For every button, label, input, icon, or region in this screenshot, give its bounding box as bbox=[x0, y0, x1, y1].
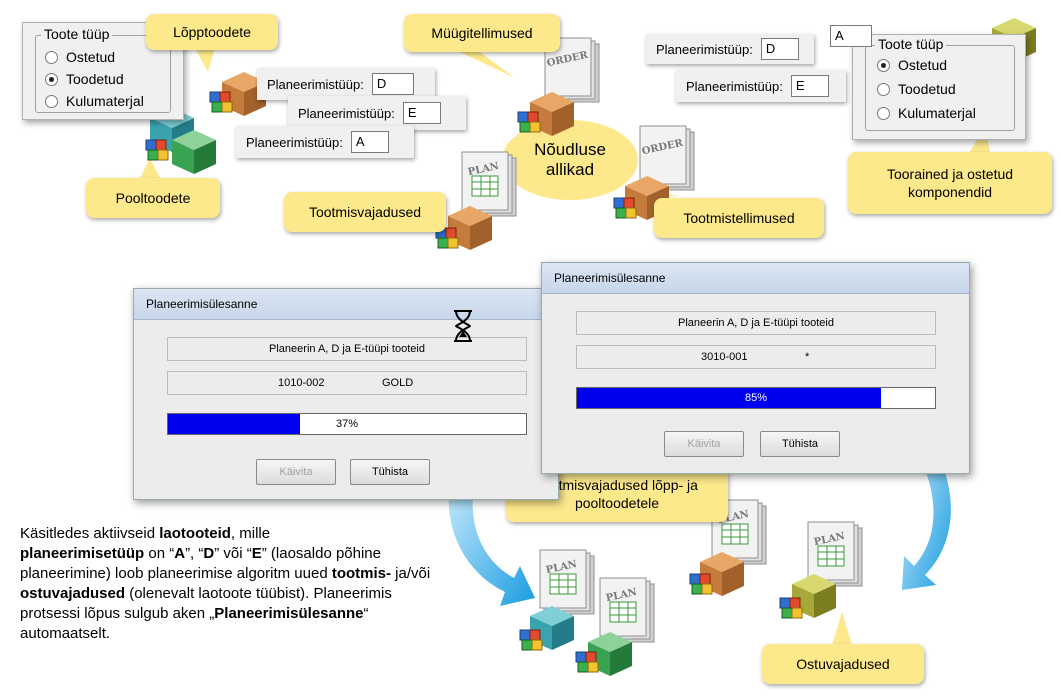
callout-pointer bbox=[140, 158, 160, 178]
item-name: GOLD bbox=[382, 377, 414, 389]
window-title: Planeerimisülesanne bbox=[542, 263, 969, 294]
radio-button-selected-icon[interactable] bbox=[45, 72, 58, 86]
planning-type-input[interactable]: A bbox=[350, 131, 389, 153]
planning-type-field-a: Planeerimistüüp: A bbox=[236, 126, 414, 158]
radio-label: Ostetud bbox=[898, 57, 948, 73]
progress-fill bbox=[577, 388, 882, 408]
planning-task-window-right: Planeerimisülesanne Planeerin A, D ja E-… bbox=[541, 262, 970, 474]
planning-type-input[interactable]: E bbox=[790, 75, 829, 97]
callout-muugitellimused: Müügitellimused bbox=[404, 14, 560, 52]
cancel-button[interactable]: Tühista bbox=[760, 431, 840, 457]
radio-toodetud[interactable]: Toodetud bbox=[877, 81, 956, 97]
radio-label: Kulumaterjal bbox=[898, 105, 976, 121]
item-code: 1010-002 bbox=[278, 377, 325, 389]
window-title: Planeerimisülesanne bbox=[134, 289, 558, 320]
radio-kulumaterjal[interactable]: Kulumaterjal bbox=[45, 93, 144, 109]
product-type-legend: Toote tüüp bbox=[875, 36, 947, 52]
product-cubes-icon bbox=[689, 573, 713, 595]
product-cubes-icon bbox=[613, 197, 637, 219]
product-cubes-icon bbox=[779, 597, 803, 619]
planning-type-input[interactable]: A bbox=[830, 25, 872, 47]
progress-fill bbox=[168, 414, 301, 434]
start-button[interactable]: Käivita bbox=[256, 459, 336, 485]
radio-ostetud[interactable]: Ostetud bbox=[877, 57, 947, 73]
planning-type-field-a-right: A bbox=[700, 22, 982, 50]
product-cubes-icon bbox=[145, 139, 169, 161]
flow-arrow bbox=[448, 470, 535, 606]
purchase-plan-document-icon: PLAN bbox=[808, 522, 862, 586]
callout-toorained: Toorained ja ostetud komponendid bbox=[848, 152, 1052, 214]
callout-pointer bbox=[460, 52, 515, 78]
status-line: Planeerin A, D ja E-tüüpi tooteid bbox=[576, 311, 936, 335]
description-paragraph: Käsitledes aktiivseid laotooteid, mille … bbox=[20, 525, 431, 642]
radio-ostetud[interactable]: Ostetud bbox=[45, 49, 115, 65]
radio-button-icon[interactable] bbox=[877, 82, 890, 96]
product-type-legend: Toote tüüp bbox=[41, 26, 113, 42]
planning-type-field-d: Planeerimistüüp: D bbox=[257, 68, 435, 100]
product-cubes-icon bbox=[209, 91, 233, 113]
radio-button-icon[interactable] bbox=[45, 94, 58, 108]
planning-type-label: Planeerimistüüp: bbox=[686, 78, 783, 94]
item-code: 3010-001 bbox=[701, 351, 748, 363]
sales-order-document-icon: ORDER bbox=[544, 37, 600, 103]
planning-type-label: Planeerimistüüp: bbox=[298, 105, 395, 121]
planning-type-input[interactable]: D bbox=[371, 73, 414, 95]
callout-tootmistellimused: Tootmistellimused bbox=[654, 198, 824, 238]
radio-label: Toodetud bbox=[66, 71, 124, 87]
radio-label: Ostetud bbox=[66, 49, 116, 65]
planning-type-input[interactable]: E bbox=[402, 102, 441, 124]
flow-arrow bbox=[902, 440, 951, 590]
production-order-document-icon: ORDER bbox=[639, 125, 695, 191]
planning-task-window-left: Planeerimisülesanne Planeerin A, D ja E-… bbox=[133, 288, 559, 500]
production-plan-document-icon: PLAN bbox=[600, 578, 654, 642]
radio-label: Kulumaterjal bbox=[66, 93, 144, 109]
callout-pointer bbox=[195, 48, 215, 72]
production-plan-document-icon: PLAN bbox=[462, 152, 516, 216]
current-item-line: 1010-002 GOLD bbox=[167, 371, 527, 395]
start-button[interactable]: Käivita bbox=[664, 431, 744, 457]
planning-type-label: Planeerimistüüp: bbox=[246, 134, 343, 150]
demand-sources-label: Nõudluse allikad bbox=[534, 140, 606, 179]
planning-type-input[interactable]: D bbox=[760, 38, 799, 60]
callout-pooltoodete: Pooltoodete bbox=[86, 178, 220, 218]
current-item-line: 3010-001 * bbox=[576, 345, 936, 369]
progress-bar: 85% bbox=[576, 387, 936, 409]
product-cubes-icon bbox=[519, 629, 543, 651]
product-type-panel-left: Toote tüüp Ostetud Toodetud Kulumaterjal bbox=[22, 22, 184, 120]
planning-type-field-e: Planeerimistüüp: E bbox=[288, 96, 466, 130]
radio-kulumaterjal[interactable]: Kulumaterjal bbox=[877, 105, 976, 121]
callout-pointer bbox=[832, 612, 852, 645]
demand-source-ellipse bbox=[502, 120, 638, 200]
product-cubes-icon bbox=[575, 651, 599, 673]
progress-label: 37% bbox=[335, 418, 359, 430]
planning-type-field-e-right: Planeerimistüüp: E bbox=[676, 70, 846, 102]
product-cubes-icon bbox=[517, 111, 541, 133]
radio-label: Toodetud bbox=[898, 81, 956, 97]
callout-tootmisvajadused: Tootmisvajadused bbox=[284, 192, 446, 232]
hourglass-icon bbox=[454, 310, 472, 342]
callout-lopptoodete: Lõpptoodete bbox=[146, 14, 278, 50]
radio-button-icon[interactable] bbox=[877, 106, 890, 120]
radio-toodetud[interactable]: Toodetud bbox=[45, 71, 124, 87]
progress-bar: 37% bbox=[167, 413, 527, 435]
planning-type-field-d-right: Planeerimistüüp: D bbox=[646, 34, 814, 64]
product-type-panel-right: Toote tüüp Ostetud Toodetud Kulumaterjal bbox=[852, 34, 1026, 140]
planning-type-label: Planeerimistüüp: bbox=[267, 76, 364, 92]
radio-button-selected-icon[interactable] bbox=[877, 58, 890, 72]
production-plan-document-icon: PLAN bbox=[540, 550, 594, 614]
progress-label: 85% bbox=[744, 392, 768, 404]
item-name: * bbox=[805, 351, 810, 363]
radio-button-icon[interactable] bbox=[45, 50, 58, 64]
planning-type-label: Planeerimistüüp: bbox=[656, 41, 753, 57]
callout-ostuvajadused: Ostuvajadused bbox=[762, 644, 924, 684]
cancel-button[interactable]: Tühista bbox=[350, 459, 430, 485]
